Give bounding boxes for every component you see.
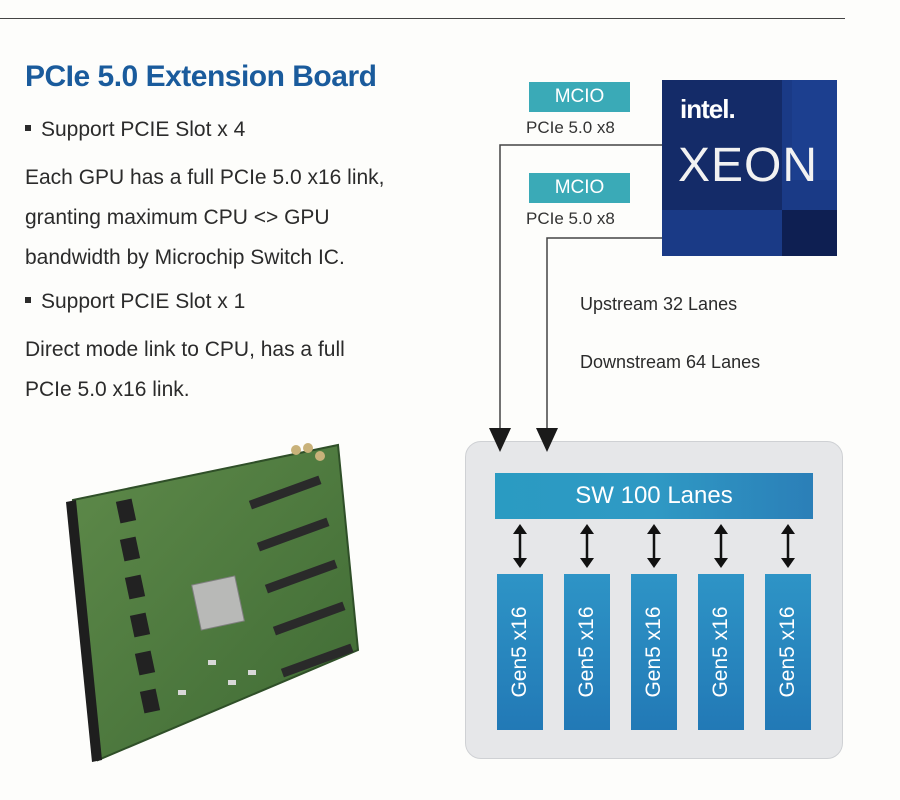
bidirectional-arrow-icon [714,524,728,568]
switch-bar: SW 100 Lanes [495,473,813,519]
mcio-tag: MCIO [529,173,630,203]
cpu-brand: intel. [680,94,736,124]
mcio-tag: MCIO [529,82,630,112]
description-line: PCIe 5.0 x16 link. [25,378,190,401]
cpu-product: XEON [678,139,819,192]
arrow-down-icon [489,428,511,452]
description-line: granting maximum CPU <> GPU [25,206,330,229]
arrow-down-icon [536,428,558,452]
downstream-line [546,237,662,430]
upstream-lanes-label: Upstream 32 Lanes [580,294,738,314]
bullet-square-icon [25,125,31,132]
mcio-sublabel: PCIe 5.0 x8 [526,118,615,137]
page-title: PCIe 5.0 Extension Board [25,60,377,93]
bidirectional-arrow-icon [781,524,795,568]
bullet-square-icon [25,297,31,304]
gen5-slot: Gen5 x16 [631,574,677,730]
description-line: Direct mode link to CPU, has a full [25,338,345,361]
bidirectional-arrow-icon [580,524,594,568]
intel-xeon-logo: intel. XEON [662,80,837,256]
gen5-slot: Gen5 x16 [497,574,543,730]
extension-board-image [58,430,458,770]
top-divider [0,18,845,19]
board-illustration [66,443,360,762]
description-line: bandwidth by Microchip Switch IC. [25,246,345,269]
upstream-line [499,144,662,430]
gen5-slot: Gen5 x16 [564,574,610,730]
gen5-slot: Gen5 x16 [698,574,744,730]
bullet-label: Support PCIE Slot x 4 [41,118,246,141]
bidirectional-arrow-icon [647,524,661,568]
bullet-label: Support PCIE Slot x 1 [41,290,246,313]
gen5-slot: Gen5 x16 [765,574,811,730]
description-slot-x1: Direct mode link to CPU, has a full PCIe… [25,330,345,410]
description-line: Each GPU has a full PCIe 5.0 x16 link, [25,166,385,189]
bullet-slot-x1: Support PCIE Slot x 1 [25,290,245,314]
bullet-slot-x4: Support PCIE Slot x 4 [25,118,245,142]
description-slot-x4: Each GPU has a full PCIe 5.0 x16 link, g… [25,158,385,278]
downstream-lanes-label: Downstream 64 Lanes [580,352,761,372]
bidirectional-arrow-icon [513,524,527,568]
mcio-sublabel: PCIe 5.0 x8 [526,209,615,228]
